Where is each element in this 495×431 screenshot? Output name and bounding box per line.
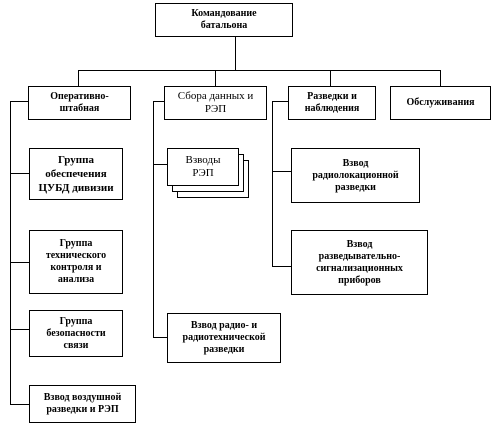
node-signal-devices[interactable]: Взвод разведывательно- сигнализационных …: [291, 230, 428, 295]
node-group-security-label: Группа безопасности связи: [46, 315, 106, 351]
node-radar-recon[interactable]: Взвод радиолокационной разведки: [291, 148, 420, 203]
node-radio-recon[interactable]: Взвод радио- и радиотехнической разведки: [167, 313, 281, 363]
node-group-security[interactable]: Группа безопасности связи: [29, 310, 123, 357]
node-opstaff-label: Оперативно- штабная: [50, 91, 109, 114]
node-data-collection-label: Сбора данных и РЭП: [177, 90, 254, 115]
node-command-label: Командование батальона: [191, 8, 257, 31]
node-service-label: Обслуживания: [406, 97, 475, 108]
node-command[interactable]: Командование батальона: [155, 3, 293, 37]
node-group-tech-label: Группа технического контроля и анализа: [45, 238, 107, 285]
node-recon[interactable]: Разведки и наблюдения: [288, 86, 376, 120]
node-data-collection[interactable]: Сбора данных и РЭП: [164, 86, 267, 120]
node-radar-recon-label: Взвод радиолокационной разведки: [312, 157, 399, 193]
node-signal-devices-label: Взвод разведывательно- сигнализационных …: [316, 238, 403, 286]
node-radio-recon-label: Взвод радио- и радиотехнической разведки: [182, 320, 266, 355]
node-opstaff[interactable]: Оперативно- штабная: [28, 86, 131, 120]
node-group-cubd-label: Группа обеспечения ЦУБД дивизии: [38, 154, 114, 194]
node-group-tech[interactable]: Группа технического контроля и анализа: [29, 230, 123, 294]
node-service[interactable]: Обслуживания: [390, 86, 491, 120]
node-air-recon[interactable]: Взвод воздушной разведки и РЭП: [29, 385, 136, 423]
node-group-cubd[interactable]: Группа обеспечения ЦУБД дивизии: [29, 148, 123, 200]
node-recon-label: Разведки и наблюдения: [304, 91, 360, 114]
node-rep-platoons-label: Взводы РЭП: [185, 154, 221, 179]
node-rep-platoons[interactable]: Взводы РЭП: [167, 148, 239, 186]
node-air-recon-label: Взвод воздушной разведки и РЭП: [43, 392, 122, 415]
